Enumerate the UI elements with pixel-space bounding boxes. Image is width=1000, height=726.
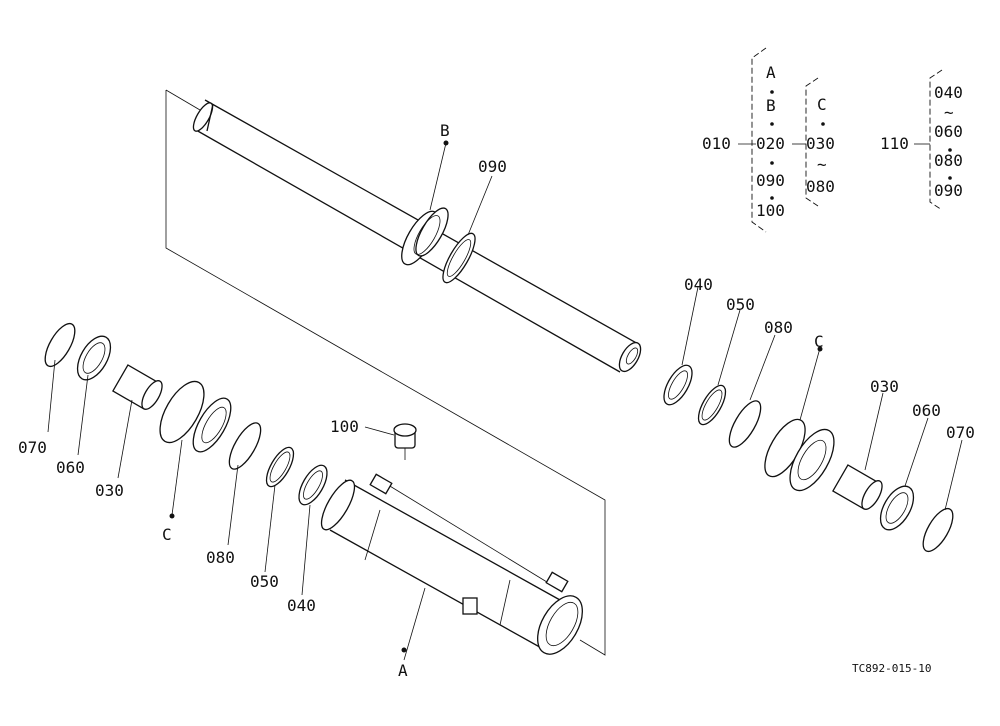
reference-dots: [169, 140, 823, 653]
legend-010-b: B: [766, 96, 776, 115]
legend-110: 110: [880, 134, 909, 153]
drawing-reference: TC892-015-10: [852, 662, 931, 675]
legend-010-020: 020: [756, 134, 785, 153]
legend-010-090: 090: [756, 171, 785, 190]
legend-020-c: C: [817, 95, 827, 114]
label-040-left: 040: [287, 596, 316, 615]
right-parts: [663, 364, 954, 553]
label-080-right: 080: [764, 318, 793, 337]
plug-100: [393, 423, 417, 460]
label-040-right: 040: [684, 275, 713, 294]
legend-110-tilde: ~: [944, 103, 954, 122]
label-b: B: [440, 121, 450, 140]
part-labels: 070 060 030 C 080 050 040 A 100 B 090 04…: [18, 121, 975, 680]
label-050-left: 050: [250, 572, 279, 591]
legend-110-040: 040: [934, 83, 963, 102]
legend-110-060: 060: [934, 122, 963, 141]
legend-020-tilde: ~: [817, 155, 827, 174]
cylinder-tube: [320, 473, 583, 655]
assembly-guide-lines: [165, 89, 606, 656]
label-080-left: 080: [206, 548, 235, 567]
label-c-right: C: [814, 332, 824, 351]
label-030-right: 030: [870, 377, 899, 396]
piston-rod: [192, 99, 642, 373]
legend-020-080: 080: [806, 177, 835, 196]
legend-010: 010: [702, 134, 731, 153]
left-parts: [44, 322, 328, 506]
label-c-left: C: [162, 525, 172, 544]
label-060-right: 060: [912, 401, 941, 420]
legend-110-080: 080: [934, 151, 963, 170]
label-070-left: 070: [18, 438, 47, 457]
label-090: 090: [478, 157, 507, 176]
label-100: 100: [330, 417, 359, 436]
legend-020-030: 030: [806, 134, 835, 153]
label-060-left: 060: [56, 458, 85, 477]
legend-010-a: A: [766, 63, 776, 82]
legend-010-100: 100: [756, 201, 785, 220]
leader-lines: [47, 142, 963, 661]
label-070-right: 070: [946, 423, 975, 442]
legend-110-090: 090: [934, 181, 963, 200]
label-030-left: 030: [95, 481, 124, 500]
label-050-right: 050: [726, 295, 755, 314]
label-a: A: [398, 661, 408, 680]
kit-legend: 010 A B 020 090 100 C 030 ~ 080 110 040 …: [702, 47, 963, 233]
